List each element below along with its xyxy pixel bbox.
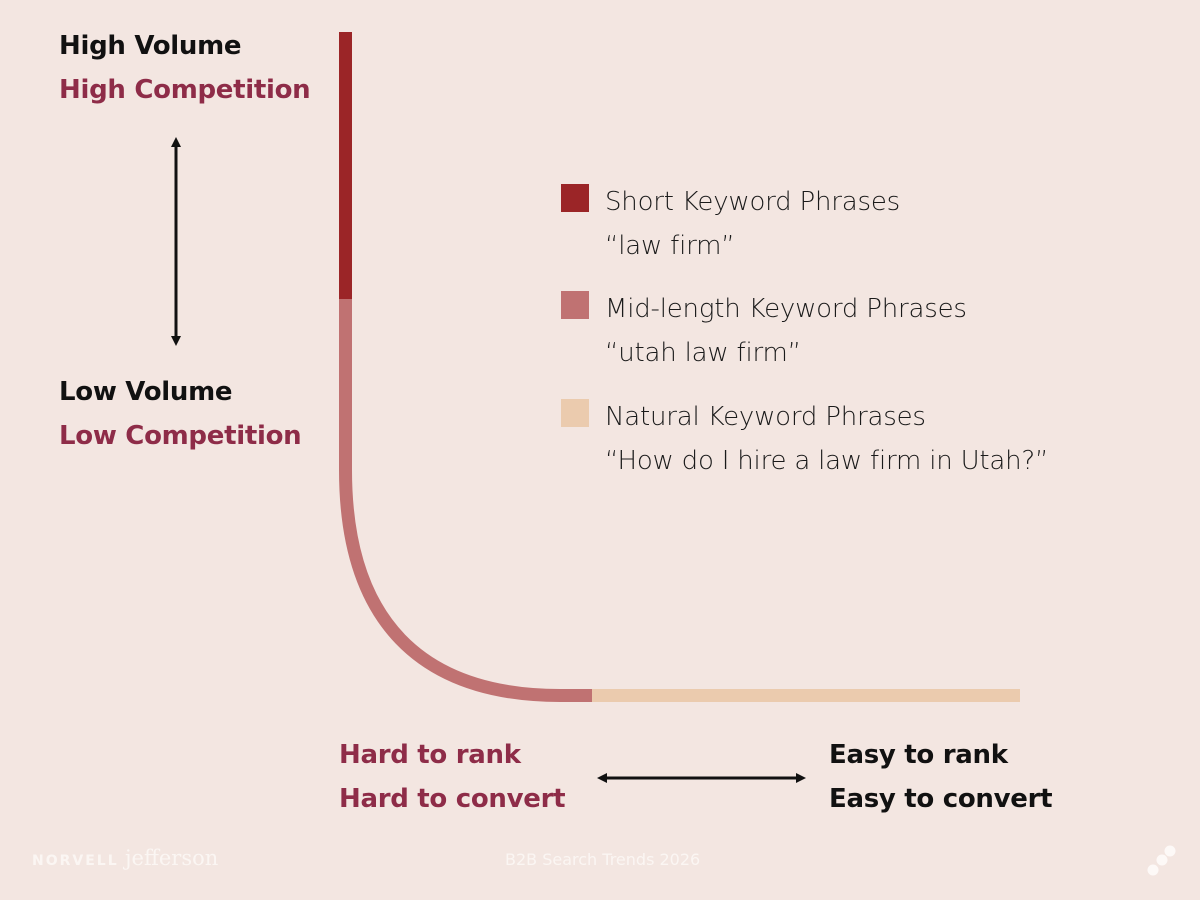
short-swatch-icon	[561, 184, 589, 212]
brand-norvell: NORVELL	[32, 853, 119, 869]
legend-label: Mid-length Keyword Phrases	[605, 294, 967, 324]
easy-to-convert-label: Easy to convert	[829, 784, 1053, 814]
x-axis-left-label: Hard to rank Hard to convert	[339, 733, 566, 821]
x-axis-right-label: Easy to rank Easy to convert	[829, 733, 1053, 821]
easy-to-rank-label: Easy to rank	[829, 740, 1008, 770]
high-competition-label: High Competition	[59, 75, 311, 105]
legend-example: “How do I hire a law firm in Utah?”	[605, 446, 1049, 476]
mid-length-phrase-segment	[339, 299, 592, 702]
legend-example: “law firm”	[605, 231, 735, 261]
low-competition-label: Low Competition	[59, 421, 302, 451]
legend-label: Natural Keyword Phrases	[605, 402, 926, 432]
y-axis-bottom-label: Low Volume Low Competition	[59, 370, 302, 458]
hard-to-convert-label: Hard to convert	[339, 784, 566, 814]
brand-jefferson: jefferson	[125, 846, 219, 870]
hard-to-rank-label: Hard to rank	[339, 740, 521, 770]
mid-swatch-icon	[561, 291, 589, 319]
high-volume-label: High Volume	[59, 31, 242, 61]
footer-title: B2B Search Trends 2026	[505, 850, 701, 869]
legend-example: “utah law firm”	[605, 338, 801, 368]
brand-logo: NORVELL jefferson	[32, 846, 218, 870]
y-axis-top-label: High Volume High Competition	[59, 24, 311, 112]
low-volume-label: Low Volume	[59, 377, 233, 407]
natural-swatch-icon	[561, 399, 589, 427]
legend-label: Short Keyword Phrases	[605, 187, 901, 217]
